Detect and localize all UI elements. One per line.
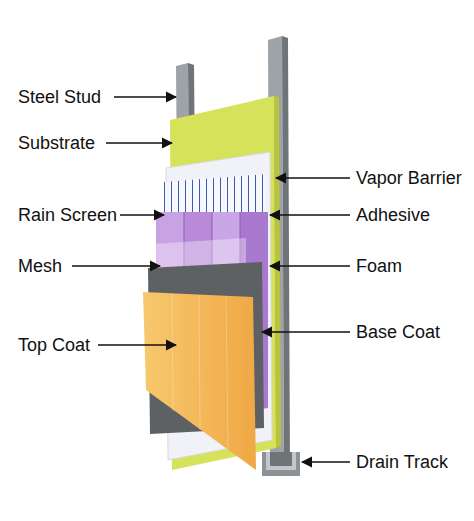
part-label: Rain Screen — [18, 204, 117, 226]
part-label: Steel Stud — [18, 86, 101, 108]
drain-track — [262, 452, 300, 476]
top-coat — [143, 292, 256, 470]
part-label: Top Coat — [18, 334, 90, 356]
part-label: Adhesive — [356, 204, 430, 226]
substrate-edge — [274, 96, 281, 448]
part-label: Substrate — [18, 132, 95, 154]
part-label: Foam — [356, 255, 402, 277]
part-label: Vapor Barrier — [356, 167, 462, 189]
part-label: Drain Track — [356, 451, 448, 473]
part-label: Mesh — [18, 255, 62, 277]
part-label: Base Coat — [356, 321, 440, 343]
leader-line — [72, 97, 350, 462]
top-coat-bands — [172, 294, 228, 450]
